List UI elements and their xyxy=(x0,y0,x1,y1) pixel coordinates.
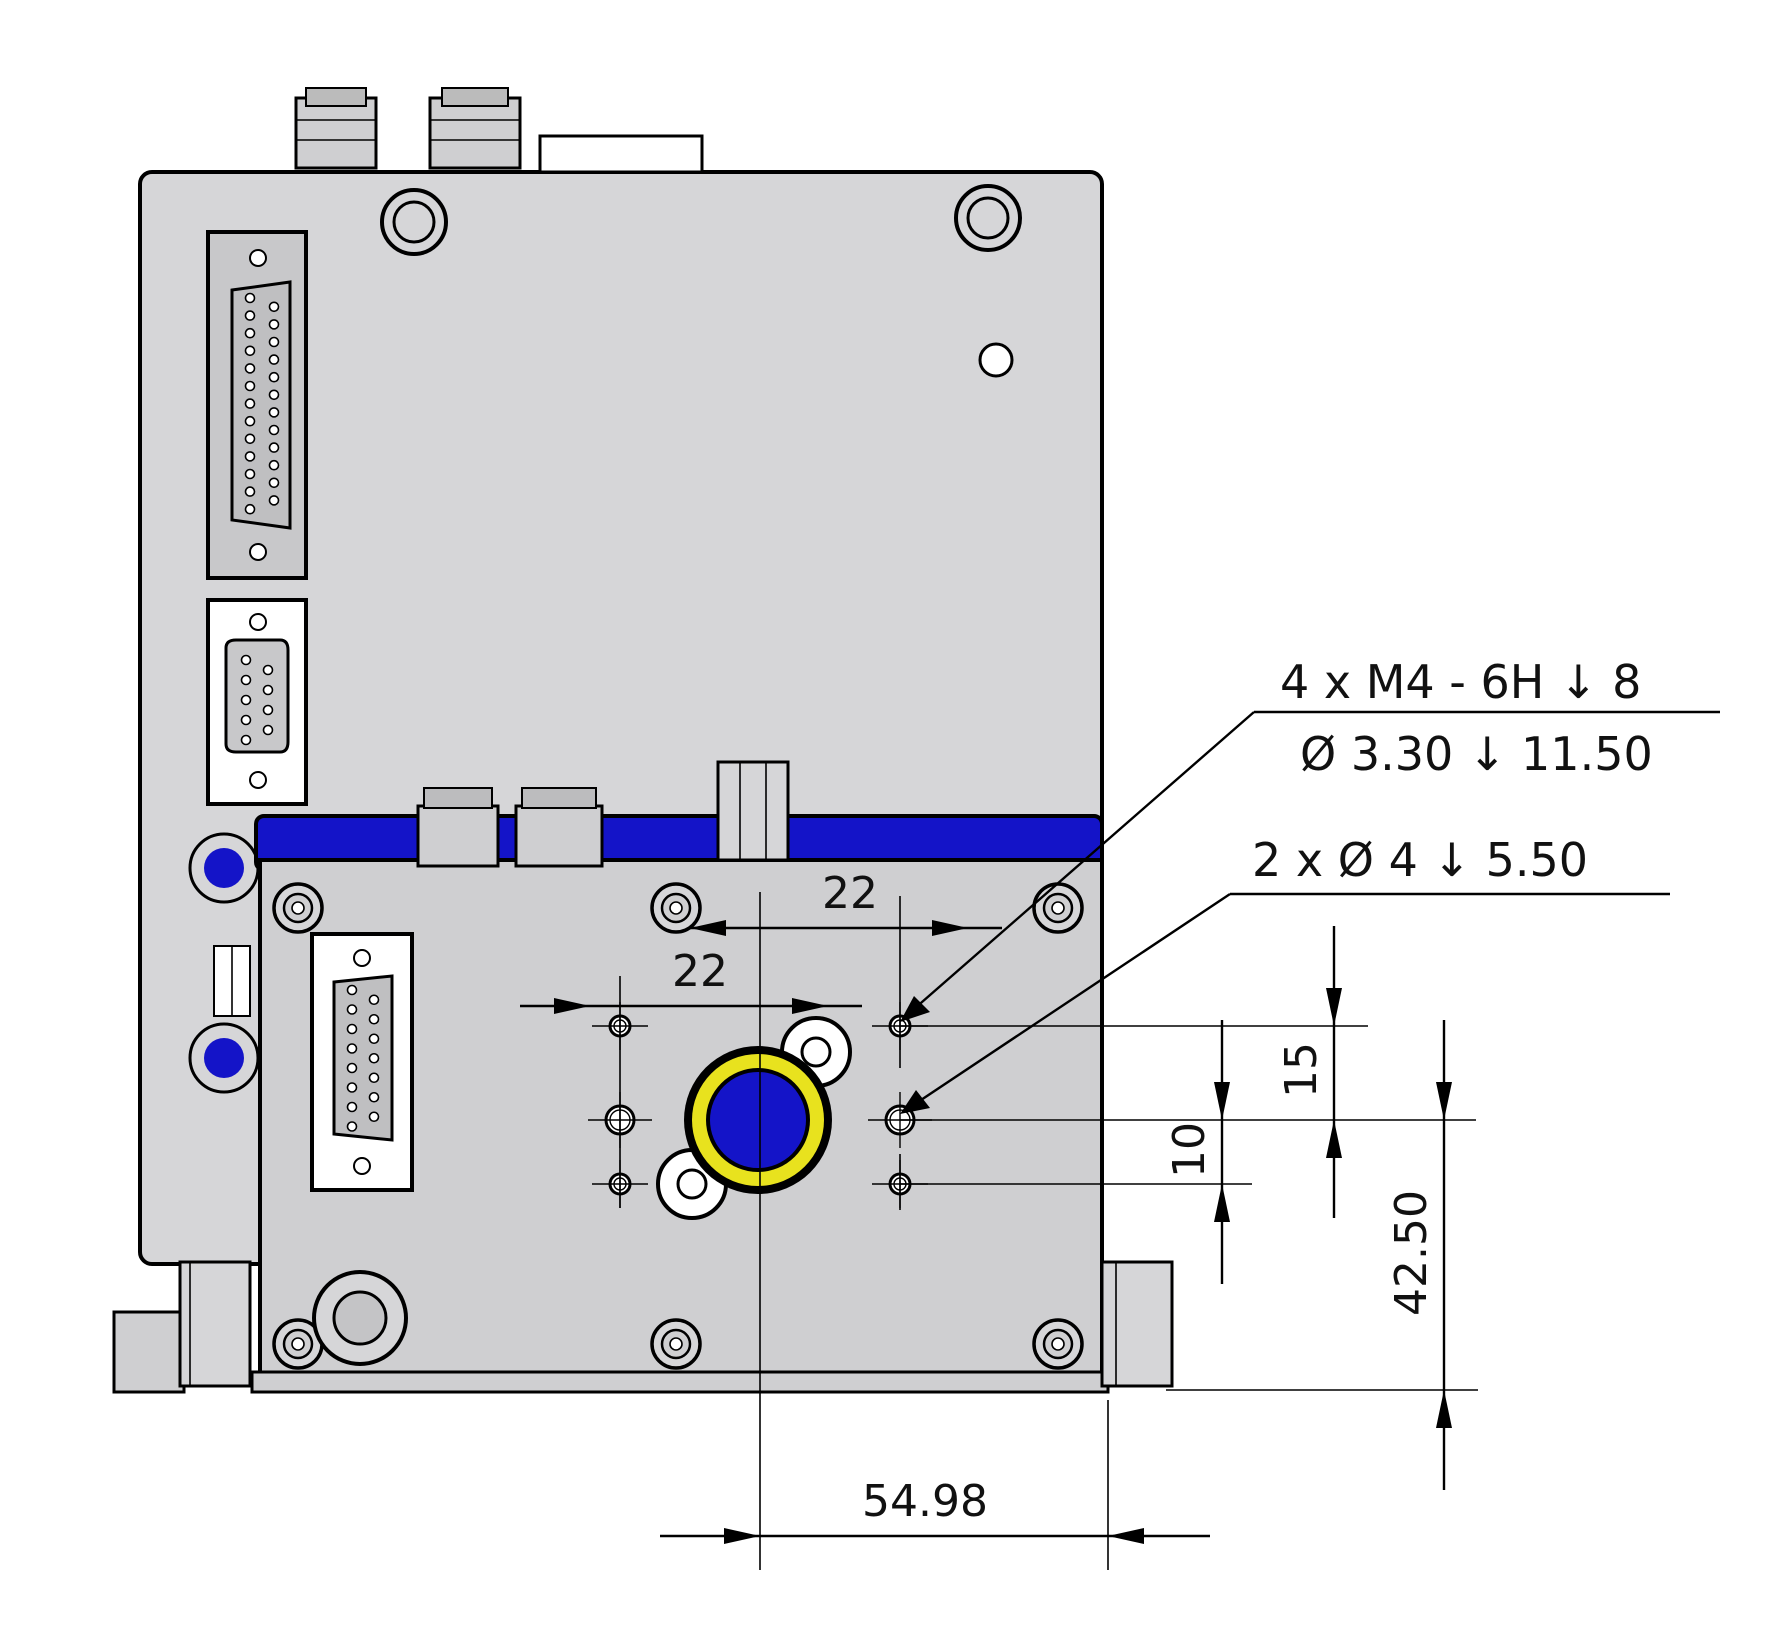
dsub-connector-icon xyxy=(206,230,308,580)
connector-pin xyxy=(346,1082,358,1093)
central-port xyxy=(656,1016,852,1220)
connector-pin xyxy=(240,674,252,686)
connector-pin xyxy=(368,1033,380,1045)
connector-pin xyxy=(244,345,256,357)
top-tab xyxy=(538,134,704,174)
hole-callouts: 4 x M4 - 6H ↓ 8 Ø 3.30 ↓ 11.50 2 x Ø 4 ↓… xyxy=(1252,655,1653,887)
connector-pin xyxy=(368,1111,380,1123)
dsub-connector-icon xyxy=(206,598,308,806)
band-fitting-left xyxy=(416,787,500,868)
connector-pin xyxy=(268,319,280,330)
blue-port-icon xyxy=(188,832,260,904)
top-fitting-left xyxy=(294,87,378,170)
mounting-screw-icon xyxy=(272,882,324,934)
connector-pin xyxy=(240,734,252,746)
connector-pin xyxy=(262,664,274,676)
small-hole xyxy=(978,342,1014,378)
connector-pin xyxy=(244,363,256,374)
connector-pin xyxy=(268,495,280,506)
connector-pin xyxy=(346,1101,358,1113)
callout-threaded-holes-line2: Ø 3.30 ↓ 11.50 xyxy=(1300,727,1653,781)
connector-pin xyxy=(240,694,252,706)
mounting-screw-icon xyxy=(272,1318,324,1370)
connector-pin xyxy=(240,714,252,726)
dimension-labels: 22 22 15 10 42.50 54.98 xyxy=(672,868,1437,1527)
connector-pin xyxy=(268,477,280,489)
mounting-screw-icon xyxy=(1032,1318,1084,1370)
connector-pin xyxy=(346,1043,358,1054)
connector-pin xyxy=(244,292,256,304)
connector-pin xyxy=(244,310,256,321)
band-fitting-right xyxy=(514,787,604,868)
connector-pin xyxy=(368,1072,380,1084)
connector-pin xyxy=(262,684,274,696)
connector-pin xyxy=(268,371,280,383)
connector-pin xyxy=(244,380,256,392)
blue-port-icon xyxy=(188,1022,260,1094)
connector-pin xyxy=(346,1004,358,1015)
dim-top-spacing-upper: 22 xyxy=(822,868,878,919)
connector-pin xyxy=(244,451,256,462)
blue-port-icon xyxy=(710,1072,806,1168)
mounting-screw-icon xyxy=(1032,882,1084,934)
connector-pin xyxy=(244,503,256,515)
mounting-screw-icon xyxy=(650,1318,702,1370)
leader-lines xyxy=(900,710,1720,1114)
dim-offset-from-edge: 54.98 xyxy=(862,1476,988,1527)
connector-pin xyxy=(268,424,280,436)
connector-pin xyxy=(268,459,280,471)
connector-pin xyxy=(368,1091,380,1103)
band-post xyxy=(716,760,790,862)
callout-plain-holes-line1: 2 x Ø 4 ↓ 5.50 xyxy=(1252,833,1588,887)
dim-height-from-base: 42.50 xyxy=(1386,1190,1437,1316)
connector-pin xyxy=(244,468,256,480)
mounting-foot-right xyxy=(1100,1260,1174,1388)
connector-pin xyxy=(240,654,252,666)
connector-pin xyxy=(244,486,256,497)
front-plate xyxy=(250,760,1174,1394)
mounting-screw-icon xyxy=(954,184,1022,252)
connector-pin xyxy=(346,1062,358,1074)
connector-pin xyxy=(268,442,280,453)
connector-pin xyxy=(268,354,280,365)
knob xyxy=(312,1270,408,1366)
connector-pin xyxy=(244,398,256,409)
dim-vertical-spacing-b: 10 xyxy=(1164,1122,1215,1178)
mounting-screw-icon xyxy=(380,188,448,256)
callout-threaded-holes-line1: 4 x M4 - 6H ↓ 8 xyxy=(1280,655,1641,709)
connector-pin xyxy=(368,1052,380,1064)
dimension-lines xyxy=(520,892,1478,1570)
connector-pin xyxy=(346,1023,358,1035)
connector-pin xyxy=(268,407,280,418)
connector-pin xyxy=(244,433,256,445)
dim-vertical-spacing-a: 15 xyxy=(1276,1042,1327,1098)
connector-pin xyxy=(268,389,280,401)
connector-pin xyxy=(346,984,358,996)
connector-pin xyxy=(244,327,256,339)
mounting-foot-left xyxy=(112,1260,252,1394)
connector-pin xyxy=(368,1013,380,1025)
connector-pin xyxy=(268,301,280,313)
connector-pin xyxy=(346,1121,358,1132)
side-clip xyxy=(213,945,251,1017)
dim-top-spacing-lower: 22 xyxy=(672,946,728,997)
connector-pin xyxy=(262,704,274,716)
top-fitting-right xyxy=(428,87,522,170)
connector-pin xyxy=(244,415,256,427)
connector-pin xyxy=(268,336,280,348)
dsub-connector-icon xyxy=(310,932,414,1192)
connector-pin xyxy=(262,724,274,736)
connector-pin xyxy=(368,994,380,1006)
mounting-screw-icon xyxy=(650,882,702,934)
